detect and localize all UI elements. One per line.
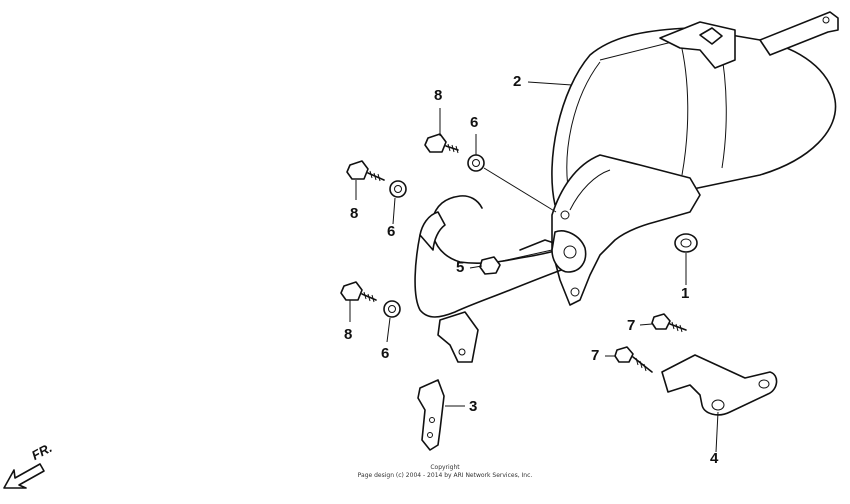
- bracket-right-drawing: [661, 354, 778, 416]
- callout-bracket-left: 3: [469, 398, 478, 415]
- bracket-left-drawing: [417, 379, 445, 451]
- callout-muffler: 2: [513, 73, 522, 90]
- callout-bolt-lower: 8: [344, 326, 353, 343]
- callout-nut: 5: [456, 259, 465, 276]
- washer-top-drawing: [467, 154, 485, 172]
- callout-washer-left: 6: [387, 223, 396, 240]
- callout-gasket: 1: [681, 285, 690, 302]
- callout-bolt-right-b: 7: [591, 347, 600, 364]
- bolt-lower-drawing: [340, 281, 377, 303]
- callout-bolt-right-a: 7: [627, 317, 636, 334]
- bolt-top-drawing: [424, 133, 459, 154]
- callout-bolt-top: 8: [434, 87, 443, 104]
- nut-drawing: [479, 256, 501, 275]
- exhaust-pipe-drawing: [414, 195, 587, 363]
- copyright-line-1: Copyright: [430, 464, 460, 471]
- heat-shield-drawing: [551, 154, 701, 306]
- bolt-right-b-drawing: [614, 346, 653, 373]
- bolt-right-a-drawing: [651, 313, 687, 333]
- copyright-line-2: Page design (c) 2004 - 2014 by ARI Netwo…: [357, 472, 533, 479]
- gasket-drawing: [674, 233, 698, 253]
- front-direction-arrow: [3, 463, 45, 489]
- callout-bracket-right: 4: [710, 450, 719, 467]
- leader-lines: [349, 81, 719, 453]
- callout-bolt-left: 8: [350, 205, 359, 222]
- washer-left-drawing: [389, 180, 407, 198]
- bolt-left-drawing: [346, 160, 385, 182]
- washer-lower-drawing: [383, 300, 401, 318]
- callout-washer-top: 6: [470, 114, 479, 131]
- callout-washer-lower: 6: [381, 345, 390, 362]
